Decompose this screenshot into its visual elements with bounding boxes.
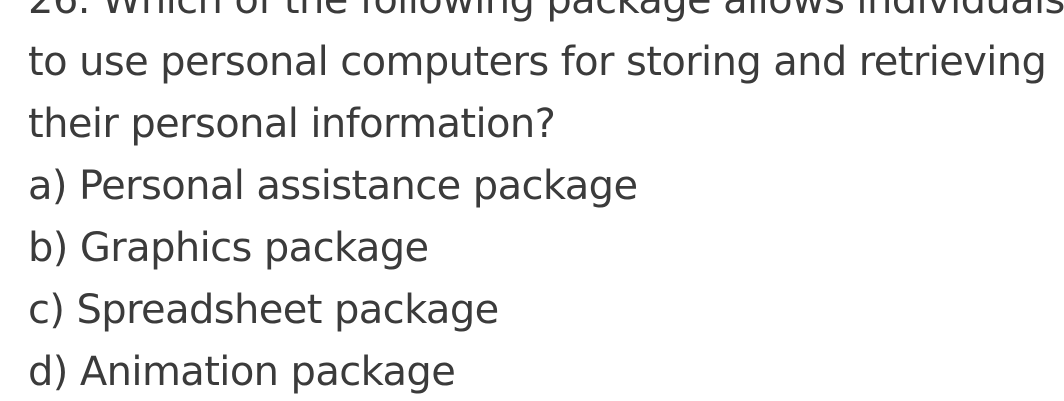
answer-options: a) Personal assistance package b) Graphi…: [28, 155, 638, 401]
option-b: b) Graphics package: [28, 225, 429, 271]
question-text: 26. Which of the following package allow…: [28, 0, 1064, 155]
option-c: c) Spreadsheet package: [28, 287, 499, 333]
question-line-1: 26. Which of the following package allow…: [28, 0, 1064, 23]
question-line-2: to use personal computers for storing an…: [28, 39, 1047, 85]
question-line-3: their personal information?: [28, 101, 556, 147]
option-d: d) Animation package: [28, 349, 456, 395]
option-a: a) Personal assistance package: [28, 163, 638, 209]
